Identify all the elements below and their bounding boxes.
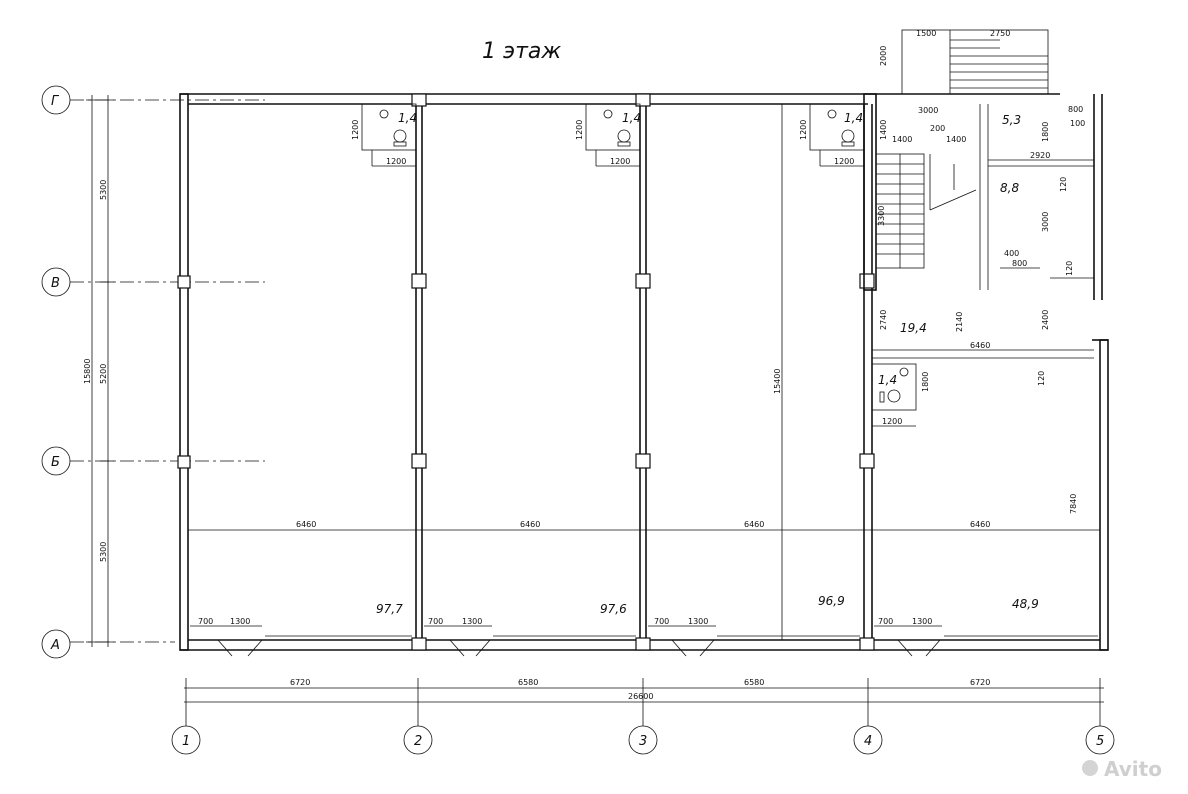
area-room-88: 8,8 <box>1000 181 1019 195</box>
dim-2000: 2000 <box>879 46 888 66</box>
dim-1400-a: 1400 <box>892 135 912 144</box>
dim-2750: 2750 <box>990 29 1010 38</box>
dim-6460-right: 6460 <box>970 341 990 350</box>
dim-1300-a: 1300 <box>230 617 250 626</box>
dim-15800: 15800 <box>83 359 92 384</box>
dim-700-c: 700 <box>654 617 669 626</box>
svg-text:Г: Г <box>51 94 60 109</box>
dim-6580-a: 6580 <box>518 678 538 687</box>
bottom-openings <box>217 635 1098 657</box>
dim-15400: 15400 <box>773 369 782 394</box>
area-bay-1: 97,7 <box>376 602 403 616</box>
area-room-53: 5,3 <box>1002 113 1021 127</box>
wc3-dim-h: 1200 <box>834 157 854 166</box>
wc4-dim-v: 1800 <box>921 372 930 392</box>
area-bay-2: 97,6 <box>600 602 627 616</box>
dim-2740: 2740 <box>879 310 888 330</box>
stair-block <box>863 93 1103 359</box>
dim-6720-b: 6720 <box>970 678 990 687</box>
axis-bubble-v: В <box>41 267 71 297</box>
svg-text:В: В <box>51 276 60 291</box>
wc-bay-4 <box>871 363 917 427</box>
dim-1300-b: 1300 <box>462 617 482 626</box>
dim-7840: 7840 <box>1069 494 1078 514</box>
area-bay-3: 96,9 <box>818 594 845 608</box>
left-dimension-lines <box>86 95 114 647</box>
area-wc-4: 1,4 <box>878 373 897 387</box>
dim-120-b: 120 <box>1065 261 1074 276</box>
wc4-dim-h: 1200 <box>882 417 902 426</box>
dim-700-b: 700 <box>428 617 443 626</box>
wc3-dim-v: 1200 <box>799 120 808 140</box>
watermark: Avito <box>1082 757 1162 781</box>
dim-2920: 2920 <box>1030 151 1050 160</box>
axis-bubble-5: 5 <box>1085 725 1115 755</box>
dim-3000-v: 3000 <box>1041 212 1050 232</box>
dim-1400-v: 1400 <box>879 120 888 140</box>
dim-200: 200 <box>930 124 945 133</box>
area-wc-3: 1,4 <box>844 111 863 125</box>
dim-5200: 5200 <box>99 364 108 384</box>
dim-3000: 3000 <box>918 106 938 115</box>
dim-1500: 1500 <box>916 29 936 38</box>
outer-walls <box>179 93 1109 651</box>
svg-text:Б: Б <box>51 455 60 470</box>
dim-2400: 2400 <box>1041 310 1050 330</box>
axis-bubble-1: 1 <box>171 725 201 755</box>
dim-3300: 3300 <box>877 206 886 226</box>
area-bay-4: 48,9 <box>1012 597 1039 611</box>
wc-bay-1 <box>361 103 417 167</box>
dim-6580-b: 6580 <box>744 678 764 687</box>
svg-text:5: 5 <box>1096 734 1104 749</box>
dim-1300-c: 1300 <box>688 617 708 626</box>
svg-text:4: 4 <box>864 734 872 749</box>
dim-700-d: 700 <box>878 617 893 626</box>
bay-width-1: 6460 <box>296 520 316 529</box>
axis-bubble-b: Б <box>41 446 71 476</box>
dim-26600: 26600 <box>628 692 653 701</box>
dim-700-a: 700 <box>198 617 213 626</box>
wc-bay-2 <box>585 103 641 167</box>
dim-5300-top: 5300 <box>99 180 108 200</box>
svg-text:А: А <box>50 638 60 653</box>
axis-bubble-3: 3 <box>628 725 658 755</box>
svg-text:2: 2 <box>414 734 422 749</box>
dim-5300-bottom: 5300 <box>99 542 108 562</box>
axis-bubble-a: А <box>41 629 71 659</box>
dim-2140: 2140 <box>955 312 964 332</box>
bottom-dimension-lines <box>184 678 1104 726</box>
interior-columns <box>177 93 875 651</box>
bay-width-4: 6460 <box>970 520 990 529</box>
outdoor-stair <box>901 29 1049 95</box>
area-wc-2: 1,4 <box>622 111 641 125</box>
dim-800-b: 800 <box>1012 259 1027 268</box>
wc1-dim-h: 1200 <box>386 157 406 166</box>
dim-120-c: 120 <box>1037 371 1046 386</box>
dim-6720-a: 6720 <box>290 678 310 687</box>
wc2-dim-h: 1200 <box>610 157 630 166</box>
dim-100: 100 <box>1070 119 1085 128</box>
svg-text:1: 1 <box>182 734 190 749</box>
area-room-194: 19,4 <box>900 321 927 335</box>
bay-width-2: 6460 <box>520 520 540 529</box>
area-wc-1: 1,4 <box>398 111 417 125</box>
plan-title: 1 этаж <box>482 39 561 64</box>
svg-text:3: 3 <box>639 734 647 749</box>
axis-bubble-4: 4 <box>853 725 883 755</box>
dim-1300-d: 1300 <box>912 617 932 626</box>
dim-400: 400 <box>1004 249 1019 258</box>
dim-1800: 1800 <box>1041 122 1050 142</box>
wc1-dim-v: 1200 <box>351 120 360 140</box>
watermark-text: Avito <box>1104 757 1162 781</box>
dim-1400-b: 1400 <box>946 135 966 144</box>
dim-120-a: 120 <box>1059 177 1068 192</box>
wc2-dim-v: 1200 <box>575 120 584 140</box>
axis-bubble-g: Г <box>41 85 71 115</box>
bay-width-3: 6460 <box>744 520 764 529</box>
axis-bubble-2: 2 <box>403 725 433 755</box>
dim-800-top: 800 <box>1068 105 1083 114</box>
